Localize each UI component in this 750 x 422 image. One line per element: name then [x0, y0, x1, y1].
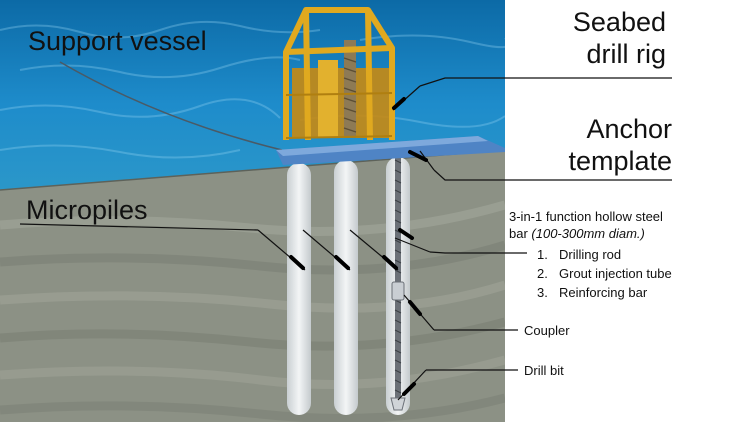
label-anchor-line2: template [568, 146, 672, 176]
label-lines [19, 77, 672, 371]
list-item: 1. Drilling rod [537, 245, 672, 264]
list-number: 3. [537, 285, 548, 300]
function-list: 1. Drilling rod 2. Grout injection tube 3.… [537, 245, 672, 302]
seabed-strata [0, 200, 505, 422]
label-seabed-drill-rig: Seabed drill rig [573, 6, 666, 70]
list-number: 2. [537, 266, 548, 281]
micropile-1 [287, 163, 311, 415]
list-text: Grout injection tube [559, 266, 672, 281]
bar-thread [394, 159, 402, 394]
hollow-steel-bar [395, 150, 401, 398]
list-item: 2. Grout injection tube [537, 264, 672, 283]
coupler [391, 281, 405, 301]
list-text: Drilling rod [559, 247, 622, 262]
label-seabed-line1: Seabed [572, 7, 666, 37]
label-seabed-line2: drill rig [586, 39, 666, 69]
drill-rig [283, 7, 395, 141]
list-number: 1. [537, 247, 548, 262]
label-drill-bit: Drill bit [524, 363, 564, 378]
leader-markers [289, 97, 428, 396]
label-hollow-bar-line1: 3-in-1 function hollow steel [509, 209, 663, 224]
label-anchor-line1: Anchor [586, 114, 672, 144]
label-micropiles: Micropiles [26, 195, 148, 225]
label-coupler: Coupler [524, 323, 570, 338]
label-bar-prefix: bar [509, 226, 532, 241]
list-item: 3. Reinforcing bar [537, 283, 672, 302]
label-hollow-bar: 3-in-1 function hollow steel bar (100-30… [509, 208, 663, 242]
label-bar-diameter: (100-300mm diam.) [531, 226, 645, 241]
micropile-2 [334, 160, 358, 415]
label-hollow-bar-line2: bar (100-300mm diam.) [509, 225, 663, 242]
label-anchor-template: Anchor template [568, 113, 672, 177]
vessel-cable [59, 61, 283, 151]
list-text: Reinforcing bar [559, 285, 648, 300]
label-support-vessel: Support vessel [28, 26, 207, 56]
